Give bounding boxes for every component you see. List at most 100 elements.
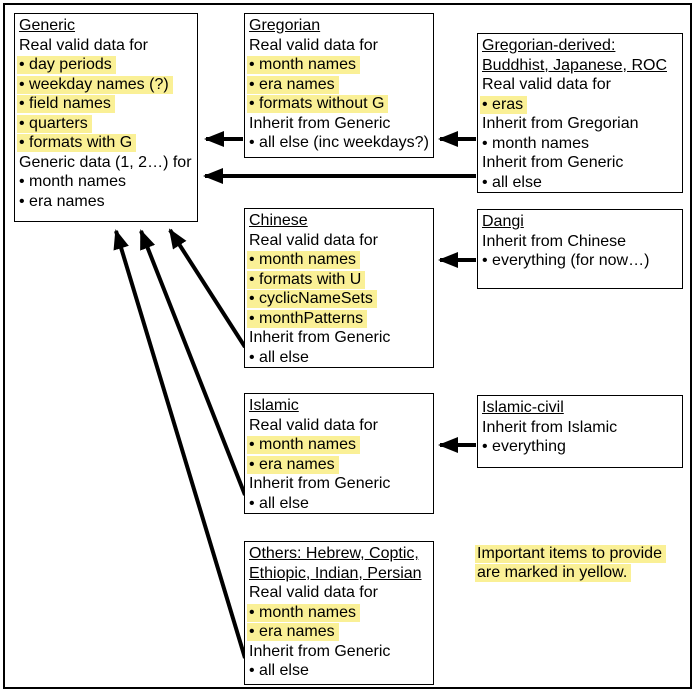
highlighted-text: are marked in yellow. [475, 564, 632, 582]
text-line: Dangi [482, 212, 677, 232]
text-line: Generic data (1, 2…) for [19, 153, 192, 173]
text-line: Real valid data for [249, 583, 428, 603]
text-line: Ethiopic, Indian, Persian [249, 564, 428, 584]
highlighted-text: • day periods [17, 56, 116, 74]
text-line: Buddhist, Japanese, ROC [482, 56, 677, 76]
text-line: • month names [247, 55, 428, 75]
text: Inherit from Islamic [482, 418, 618, 436]
text-line: Real valid data for [482, 75, 677, 95]
box-title: Gregorian-derived: [482, 37, 616, 54]
text-line: Inherit from Generic [482, 153, 677, 173]
highlighted-text: • quarters [17, 114, 92, 133]
box-title: Gregorian [249, 17, 321, 34]
text: Real valid data for [249, 231, 378, 249]
text-line: • month names [19, 172, 192, 192]
highlighted-text: • formats with U [247, 270, 366, 289]
text-line: • all else (inc weekdays?) [249, 133, 429, 153]
highlighted-text: • era names [247, 75, 339, 94]
box-title: Buddhist, Japanese, ROC [482, 56, 667, 74]
text-line: • formats with G [17, 133, 192, 153]
text: • month names [482, 134, 589, 152]
text-line: • formats without G [247, 94, 428, 114]
legend-note: Important items to provide are marked in… [475, 544, 666, 582]
text: Inherit from Generic [249, 642, 391, 660]
text: Inherit from Gregorian [482, 115, 639, 132]
text-line: • everything (for now…) [482, 251, 677, 271]
text: • month names [19, 173, 126, 190]
highlighted-text: • era names [247, 455, 339, 474]
text-line: Islamic [249, 396, 428, 416]
box-title: Dangi [482, 213, 524, 230]
highlighted-text: • month names [247, 251, 360, 269]
text-line: Chinese [249, 211, 428, 231]
box-gregorian-derived: Gregorian-derived: Buddhist, Japanese, RO… [477, 33, 683, 193]
text: Inherit from Generic [249, 329, 391, 346]
text-line: • month names [247, 435, 428, 455]
text-line: • everything [482, 437, 677, 457]
legend-note-line: are marked in yellow. [475, 563, 666, 582]
highlighted-text: • field names [17, 95, 115, 113]
text: Inherit from Generic [482, 154, 624, 171]
box-title: Islamic-civil [482, 399, 564, 416]
text: Real valid data for [249, 584, 378, 601]
highlighted-text: Important items to provide [475, 545, 666, 563]
highlighted-text: • weekday names (?) [17, 75, 173, 94]
text: • era names [19, 192, 105, 210]
text-line: • field names [17, 94, 192, 114]
text-line: • quarters [17, 114, 192, 134]
text-line: Inherit from Generic [249, 474, 428, 494]
text: • everything (for now…) [482, 252, 650, 269]
text-line: Inherit from Chinese [482, 232, 677, 252]
text: Inherit from Generic [249, 475, 391, 492]
outer-border [3, 3, 692, 689]
text-line: Inherit from Generic [249, 328, 428, 348]
text: Real valid data for [249, 36, 378, 54]
text-line: • month names [247, 603, 428, 623]
text: • all else (inc weekdays?) [249, 134, 429, 151]
text-line: • era names [19, 192, 192, 212]
box-title: Others: Hebrew, Coptic, [249, 545, 419, 562]
highlighted-text: • era names [247, 623, 339, 641]
text: Inherit from Generic [249, 114, 391, 132]
box-title: Islamic [249, 397, 299, 414]
highlighted-text: • formats without G [247, 95, 389, 113]
text: Real valid data for [482, 76, 611, 93]
text: Inherit from Chinese [482, 232, 627, 250]
text-line: • cyclicNameSets [247, 289, 428, 309]
text-line: Gregorian-derived: [482, 36, 677, 56]
text-line: Inherit from Gregorian [482, 114, 677, 134]
highlighted-text: • cyclicNameSets [247, 290, 377, 308]
highlighted-text: • month names [247, 56, 360, 74]
box-title: Ethiopic, Indian, Persian [249, 564, 422, 582]
text-line: Gregorian [249, 16, 428, 36]
text-line: • month names [482, 134, 677, 154]
highlighted-text: • month names [247, 603, 360, 622]
text-line: Generic [19, 16, 192, 36]
text: • all else [482, 173, 542, 191]
text: • all else [249, 494, 309, 512]
highlighted-text: • monthPatterns [247, 309, 368, 328]
text-line: • weekday names (?) [17, 75, 192, 95]
highlighted-text: • eras [480, 95, 528, 114]
text-line: Others: Hebrew, Coptic, [249, 544, 428, 564]
text-line: • all else [482, 173, 677, 193]
text-line: Real valid data for [249, 231, 428, 251]
text-line: Islamic-civil [482, 398, 677, 418]
text-line: • era names [247, 75, 428, 95]
box-title: Generic [19, 17, 76, 34]
text-line: Inherit from Generic [249, 642, 428, 662]
box-title: Chinese [249, 212, 308, 229]
text: • all else [249, 348, 309, 366]
text: Real valid data for [19, 36, 148, 54]
text: Generic data (1, 2…) for [19, 153, 192, 171]
text-line: Real valid data for [249, 36, 428, 56]
text-line: Real valid data for [19, 36, 192, 56]
text: Real valid data for [249, 416, 378, 434]
